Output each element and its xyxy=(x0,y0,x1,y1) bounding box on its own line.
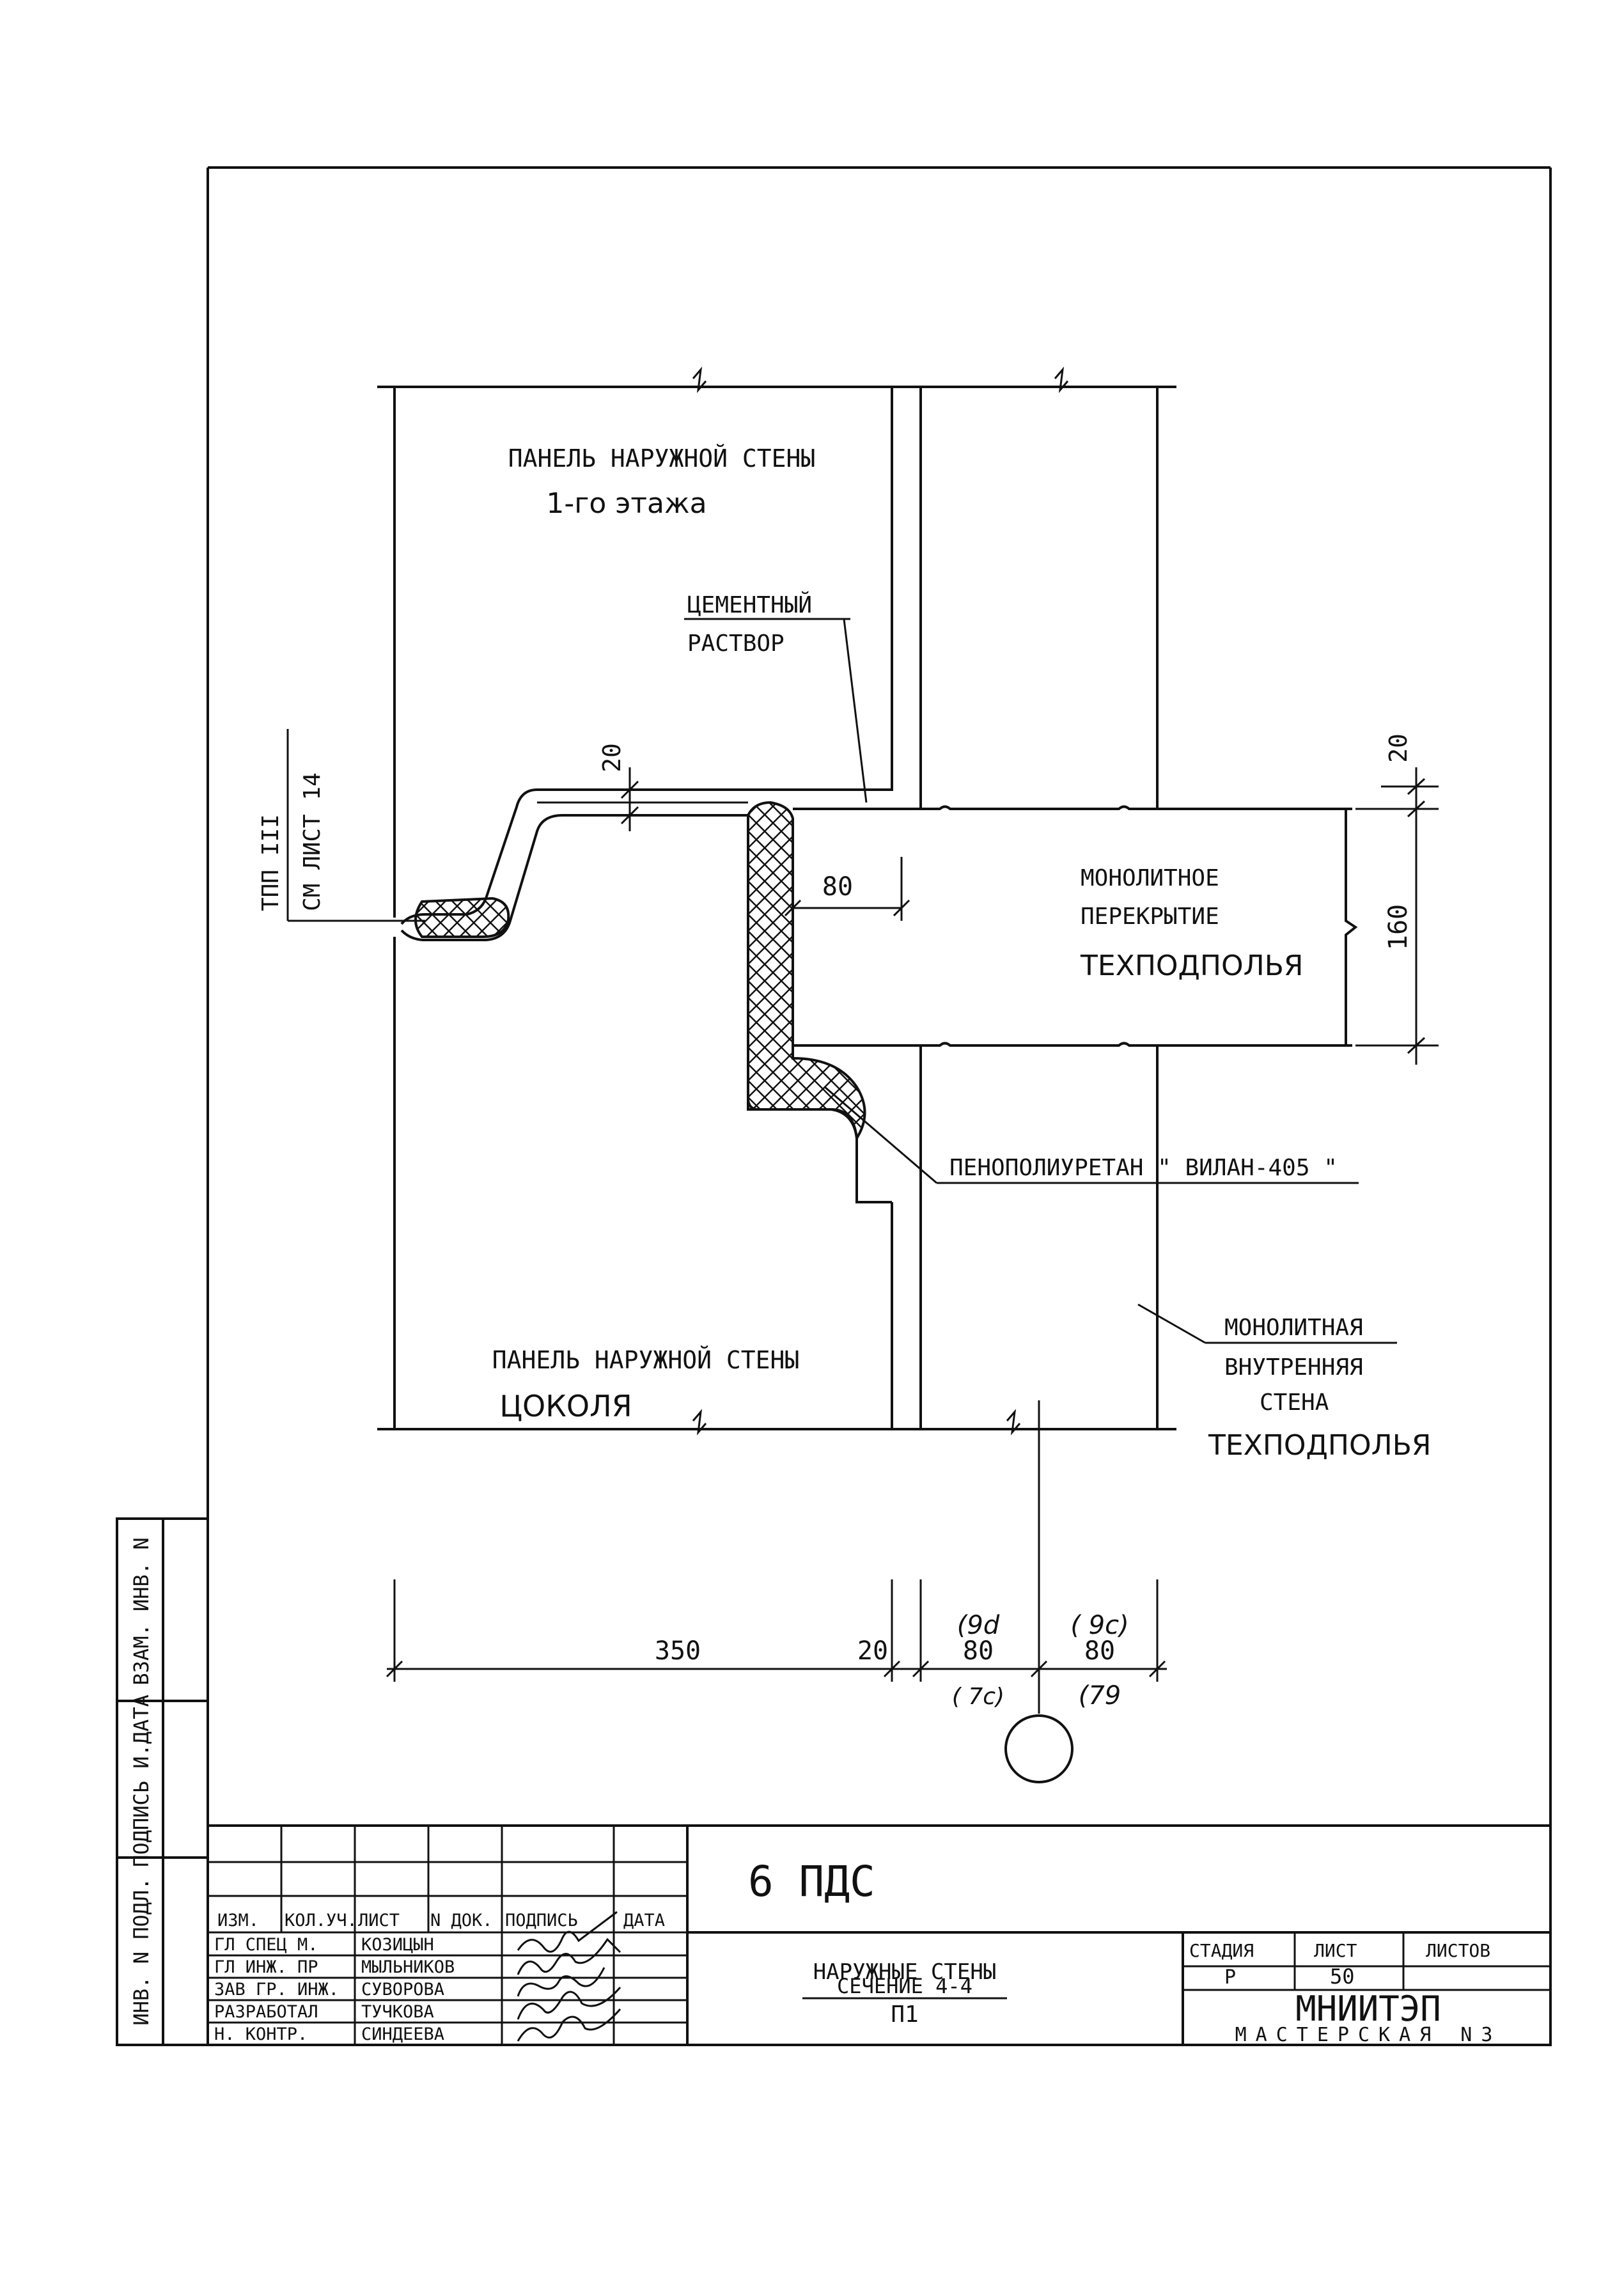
dim-gap-20 xyxy=(620,767,639,831)
tb-header-data: ДАТА xyxy=(623,1911,665,1930)
dim-alt-a-top: (9d xyxy=(957,1611,1000,1640)
tb-sheet-header: ЛИСТ xyxy=(1314,1940,1357,1961)
tb-header-ndok: N ДОК. xyxy=(430,1911,493,1930)
inner-wall-label-1: МОНОЛИТНАЯ xyxy=(1224,1315,1363,1341)
dim-right-20-text: 20 xyxy=(1384,733,1412,763)
dim-20-bottom-text: 20 xyxy=(857,1636,888,1666)
plinth-panel-label-2: ЦОКОЛЯ xyxy=(499,1389,632,1423)
tb-header-kolch: КОЛ.УЧ. xyxy=(285,1911,357,1930)
section-drawing: 20 80 20 160 xyxy=(258,366,1439,1783)
tb-header-list: ЛИСТ xyxy=(358,1911,400,1930)
inner-wall xyxy=(891,366,1176,1436)
dim-slab-160-text: 160 xyxy=(1384,904,1413,950)
tb-stage: Р xyxy=(1224,1966,1236,1989)
foam-insulation-hatch xyxy=(747,801,866,1142)
tb-name-4: ТУЧКОВА xyxy=(361,2002,434,2022)
tb-org: МНИИТЭП xyxy=(1295,1989,1441,2029)
dim-alt-a-bottom: ( 7c) xyxy=(952,1684,1004,1710)
side-stamp: ВЗАМ. ИНВ. N ПОДПИСЬ И.ДАТА ИНВ. N ПОДЛ. xyxy=(116,1517,209,2046)
title-block: ИЗМ. КОЛ.УЧ. ЛИСТ N ДОК. ПОДПИСЬ ДАТА ГЛ… xyxy=(207,1824,1552,2046)
dim-bearing-80-text: 80 xyxy=(822,872,853,902)
tb-name-3: СУВОРОВА xyxy=(361,1980,444,2000)
tb-name-2: МЫЛЬНИКОВ xyxy=(361,1957,455,1977)
tb-role-3: ЗАВ ГР. ИНЖ. xyxy=(214,1980,339,2000)
inner-wall-label-2: ВНУТРЕННЯЯ xyxy=(1224,1354,1363,1381)
upper-panel-label-1: ПАНЕЛЬ НАРУЖНОЙ СТЕНЫ xyxy=(508,444,815,473)
slab-label-3: ТЕХПОДПОЛЬЯ xyxy=(1080,950,1303,982)
dim-alt-b-top: ( 9c) xyxy=(1070,1611,1128,1640)
tb-role-2: ГЛ ИНЖ. ПР xyxy=(214,1957,318,1977)
upper-panel-label-2: 1-го этажа xyxy=(546,487,707,520)
slab-label-1: МОНОЛИТНОЕ xyxy=(1081,865,1219,891)
tb-header-izm: ИЗМ. xyxy=(217,1911,259,1930)
tb-sheet-title: НАРУЖНЫЕ СТЕНЫ xyxy=(813,1959,997,1985)
axis-marker-circle xyxy=(1004,1714,1074,1783)
tb-name-1: КОЗИЦЫН xyxy=(361,1935,434,1955)
node-ref-label-2: СМ ЛИСТ 14 xyxy=(299,772,325,911)
dim-80a-text: 80 xyxy=(963,1636,994,1666)
tb-role-1: ГЛ СПЕЦ М. xyxy=(214,1935,318,1955)
tb-sheets-header: ЛИСТОВ xyxy=(1426,1940,1490,1961)
tb-name-5: СИНДЕЕВА xyxy=(361,2024,444,2044)
inner-wall-label-3: СТЕНА xyxy=(1260,1389,1329,1416)
tb-role-5: Н. КОНТР. xyxy=(214,2024,308,2044)
tb-role-4: РАЗРАБОТАЛ xyxy=(214,2002,318,2022)
dim-alt-b-bottom: (79 xyxy=(1079,1681,1121,1710)
tb-sheet-no: 50 xyxy=(1330,1964,1355,1989)
dim-bearing-80 xyxy=(784,857,910,921)
tb-section: СЕЧЕНИЕ 4-4 xyxy=(837,1974,972,1998)
tb-stage-header: СТАДИЯ xyxy=(1189,1940,1254,1961)
slab-label-2: ПЕРЕКРЫТИЕ xyxy=(1081,904,1219,930)
dim-350-text: 350 xyxy=(655,1636,701,1666)
monolithic-slab xyxy=(793,805,1358,1047)
node-ref-label-1: ТПП III xyxy=(258,814,284,911)
dim-slab-right xyxy=(1355,767,1439,1065)
side-stamp-podpis: ПОДПИСЬ И.ДАТА xyxy=(129,1695,153,1867)
dim-gap-20-text: 20 xyxy=(598,743,626,772)
tb-project-code: 6 ПДС xyxy=(748,1857,875,1906)
tb-header-podpis: ПОДПИСЬ xyxy=(505,1911,578,1930)
mortar-label-1: ЦЕМЕНТНЫЙ xyxy=(687,591,812,618)
leader-lines xyxy=(286,618,1397,1344)
tb-node: П1 xyxy=(891,2001,918,2028)
signatures xyxy=(517,1911,621,2042)
mortar-label-2: РАСТВОР xyxy=(687,630,785,657)
dim-80b-text: 80 xyxy=(1084,1636,1115,1666)
tb-workshop: МАСТЕРСКАЯ N3 xyxy=(1235,2024,1502,2046)
sealant-hatch-outer xyxy=(414,896,510,938)
side-stamp-inv: ИНВ. N ПОДЛ. xyxy=(129,1877,153,2025)
inner-wall-label-4: ТЕХПОДПОЛЬЯ xyxy=(1208,1429,1431,1462)
dim-bottom-chain xyxy=(386,1400,1167,1714)
side-stamp-vzam: ВЗАМ. ИНВ. N xyxy=(129,1537,153,1685)
plinth-panel-label-1: ПАНЕЛЬ НАРУЖНОЙ СТЕНЫ xyxy=(492,1346,799,1374)
foam-label: ПЕНОПОЛИУРЕТАН " ВИЛАН-405 " xyxy=(949,1155,1338,1181)
